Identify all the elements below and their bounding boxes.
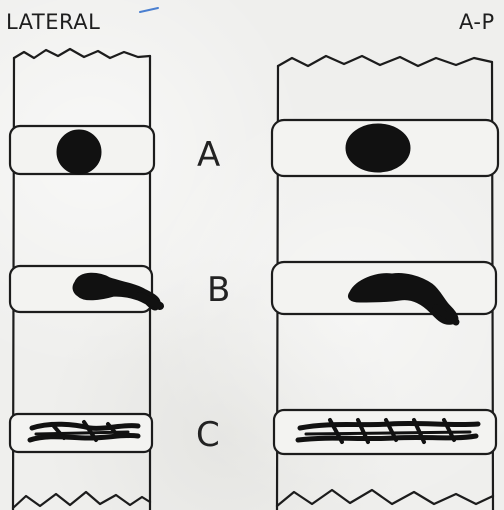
ap-lesion-a [346, 124, 410, 172]
segment-label-b: B [207, 273, 230, 307]
ap-column [272, 56, 498, 510]
lateral-column [10, 49, 160, 510]
lateral-view-title: LATERAL [6, 10, 100, 34]
segment-label-c: C [196, 418, 220, 452]
ap-view-title: A-P [459, 10, 495, 34]
lateral-torn-bottom [13, 492, 150, 508]
blue-pen-mark [140, 8, 158, 12]
lateral-torn-top [14, 49, 150, 58]
ap-torn-bottom [277, 490, 493, 506]
segment-label-a: A [197, 138, 220, 172]
ap-torn-top [278, 56, 492, 66]
lateral-lesion-a [57, 130, 101, 174]
